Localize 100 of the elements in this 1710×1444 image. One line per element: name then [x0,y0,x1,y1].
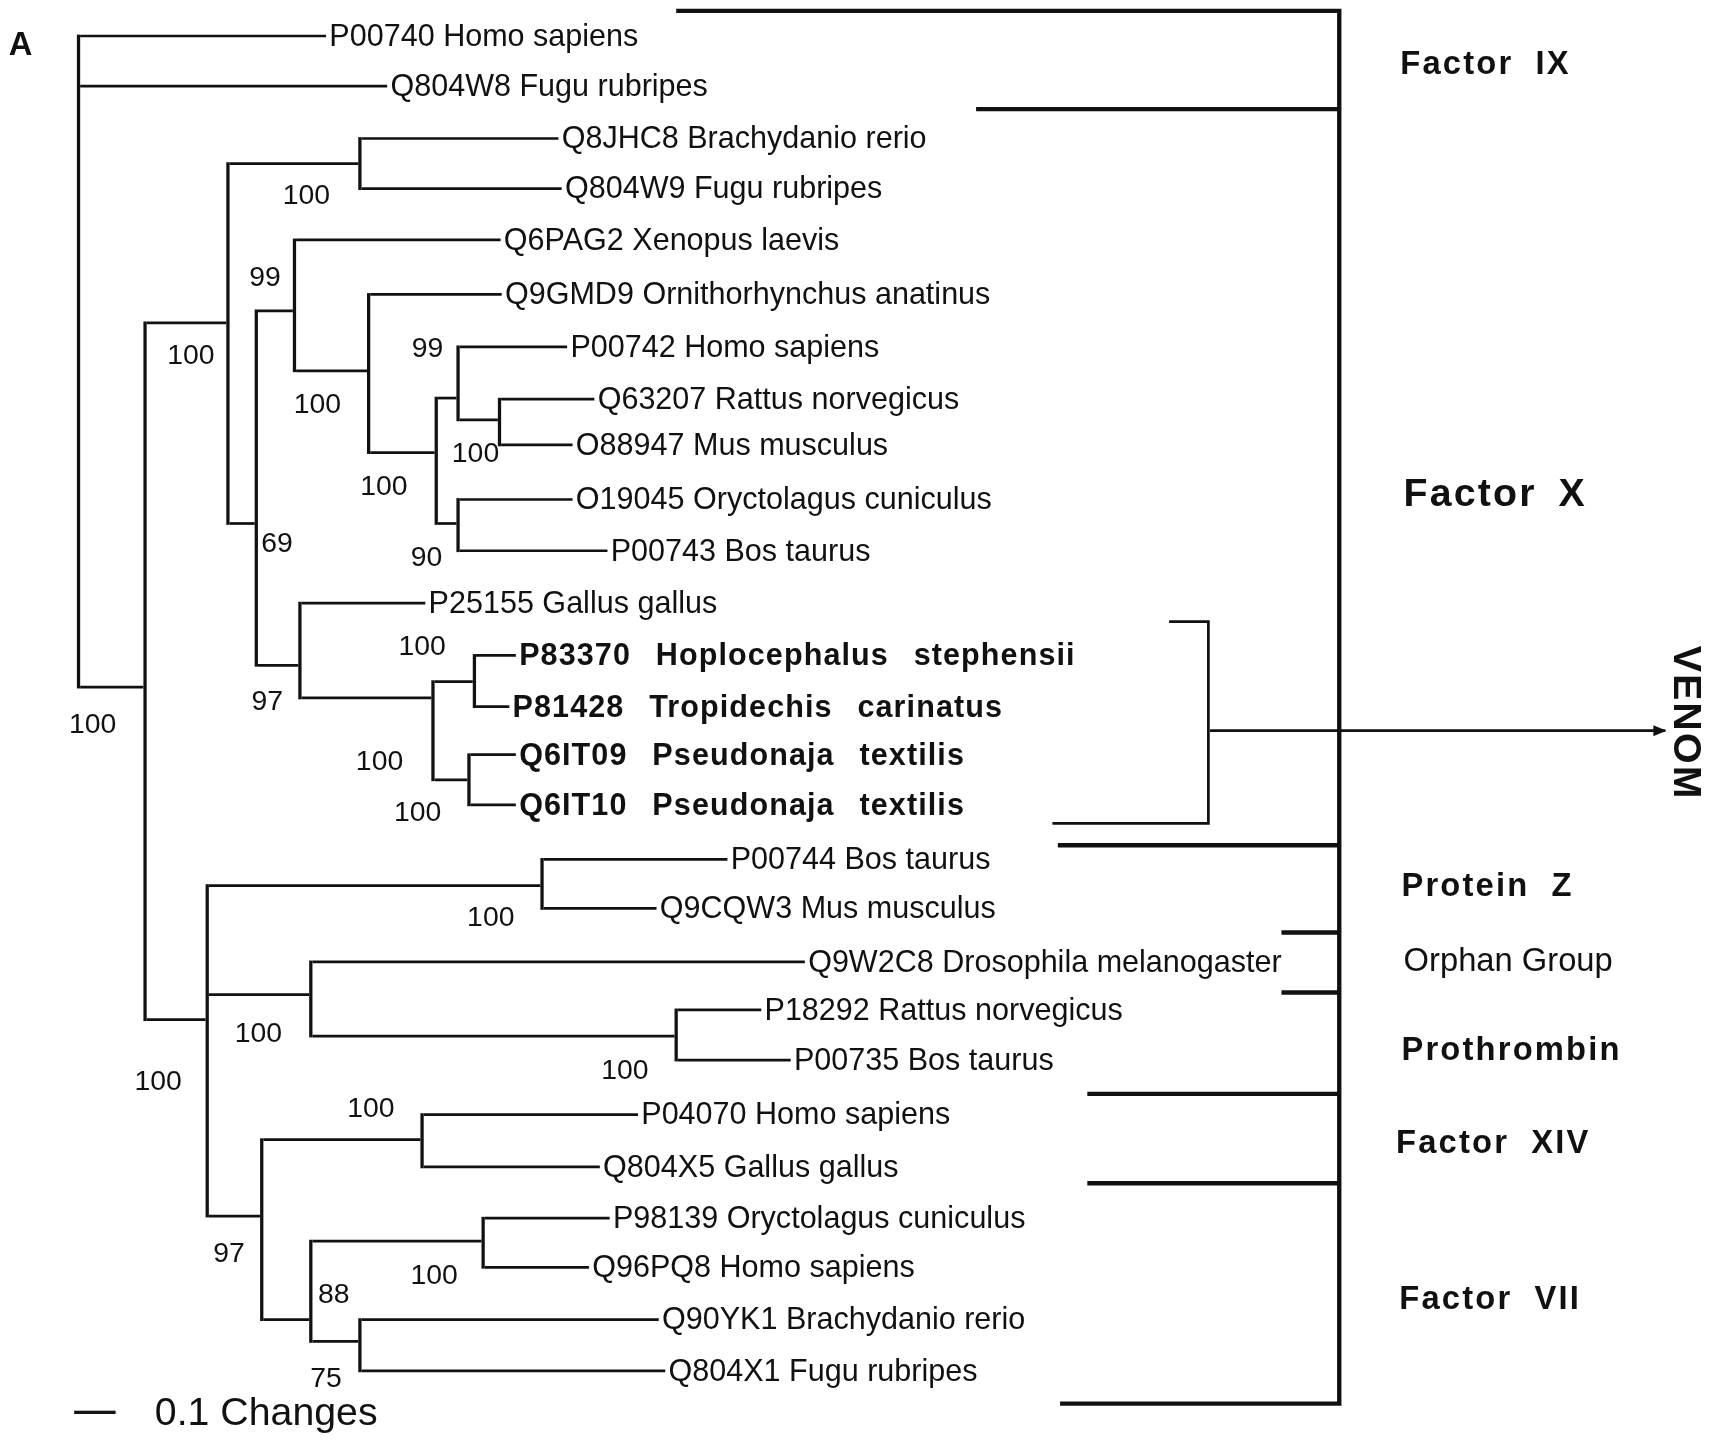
branch-line [257,663,299,667]
sequence-label: P04070 Homo sapiens [641,1096,951,1134]
bootstrap-value: 100 [394,796,442,827]
bootstrap-value: 100 [69,707,117,739]
branch-line [543,907,657,910]
branch-line [434,778,468,782]
group-label: Factor XIV [1395,1122,1591,1162]
group-label: Factor IX [1400,43,1571,83]
sequence-label: Q804W8 Fugu rubripes [390,67,708,105]
branch-line [312,1340,359,1343]
branch-line [459,345,568,349]
sequence-label: Q6PAG2 Xenopus laevis [503,221,840,259]
branch-line [370,451,435,454]
bootstrap-value: 100 [282,178,331,210]
branch-line [501,443,573,447]
bootstrap-value: 100 [601,1053,649,1085]
bootstrap-value: 100 [293,388,342,419]
branch-line [301,601,426,605]
sequence-label: O88947 Mus musculus [575,426,889,464]
bootstrap-value: 100 [134,1064,182,1095]
branch-line [437,396,457,400]
sequence-label: Q90YK1 Brachydanio rerio [662,1301,1026,1339]
branch-line [361,187,562,191]
branch-line [208,884,541,887]
branch-line [370,293,502,296]
branch-line [434,680,473,683]
branch-line [312,1034,675,1038]
arrow [1210,725,1667,737]
branch-line [208,993,310,996]
sequence-label: Q9GMD9 Ornithorhynchus anatinus [504,275,991,313]
sequence-label: P00740 Homo sapiens [329,17,639,55]
bootstrap-value: 99 [411,331,444,363]
sequence-label: O19045 Oryctolagus cuniculus [575,480,992,519]
sequence-label: P00742 Homo sapiens [570,328,880,366]
bootstrap-value: 100 [234,1016,283,1047]
branch-line [263,1318,310,1321]
group-label: Orphan Group [1403,940,1613,980]
bootstrap-value: 97 [251,684,283,716]
branch-line [80,84,388,88]
group-label: Factor X [1403,469,1587,517]
bootstrap-value: 100 [410,1258,458,1290]
bootstrap-value: 100 [398,630,446,661]
branch-line [229,522,255,525]
branch-line [437,522,457,525]
branch-line [208,1214,261,1218]
group-label: VENOM [1665,645,1709,801]
branch-line [146,1018,206,1022]
sequence-label: P98139 Oryctolagus cuniculus [612,1199,1026,1237]
bootstrap-value: 100 [451,437,500,468]
sequence-label: Q804X1 Fugu rubripes [668,1352,978,1390]
branch-line [229,162,359,165]
branch-line [459,418,498,422]
bootstrap-value: 90 [410,540,443,572]
panel-letter: A [8,24,33,64]
branch-line [146,321,227,325]
branch-line [263,1138,421,1142]
branch-line [677,1058,791,1062]
sequence-label: Q96PQ8 Homo sapiens [592,1248,915,1286]
branch-line [501,397,595,401]
sequence-label: Q63207 Rattus norvegicus [597,380,960,418]
group-label: Factor VII [1399,1278,1582,1318]
branch-line [361,1369,666,1373]
branch-line [423,1165,600,1169]
branch-line [484,1265,589,1269]
branch-line [301,696,432,700]
branch-line [423,1113,638,1116]
sequence-label: P18292 Rattus norvegicus [764,991,1123,1029]
bootstrap-value: 100 [467,900,515,932]
branch-line [484,1216,610,1220]
branch-line [470,803,516,807]
branch-line [476,654,516,657]
branch-line [312,960,805,964]
branch-line [80,685,144,689]
group-label: Prothrombin [1401,1029,1622,1069]
bootstrap-value: 100 [167,339,215,370]
branch-line [470,753,516,757]
group-label: Protein Z [1401,866,1574,905]
branch-line [459,549,608,553]
bootstrap-value: 99 [249,260,281,292]
bootstrap-value: 100 [355,744,404,776]
bootstrap-value: 88 [317,1278,350,1309]
branch-line [296,238,501,242]
sequence-label: P00735 Bos taurus [793,1041,1054,1079]
sequence-label: Q6IT09 Pseudonaja textilis [519,736,965,774]
branch-line [257,309,293,313]
branch-line [459,498,573,501]
branch-line [677,1008,762,1012]
bootstrap-value: 100 [360,470,408,501]
branch-line [361,137,559,140]
sequence-label: Q6IT10 Pseudonaja textilis [519,786,965,824]
bootstrap-value: 100 [347,1091,395,1123]
sequence-label: P00744 Bos taurus [730,840,991,878]
sequence-label: P00743 Bos taurus [610,532,871,570]
bootstrap-value: 69 [261,526,293,558]
sequence-label: Q8JHC8 Brachydanio rerio [561,119,927,158]
sequence-label: P81428 Tropidechis carinatus [512,688,1004,726]
sequence-label: P83370 Hoplocephalus stephensii [519,636,1076,674]
branch-line [361,1318,659,1321]
sequence-label: Q804W9 Fugu rubripes [564,170,883,208]
branch-line [543,858,728,861]
